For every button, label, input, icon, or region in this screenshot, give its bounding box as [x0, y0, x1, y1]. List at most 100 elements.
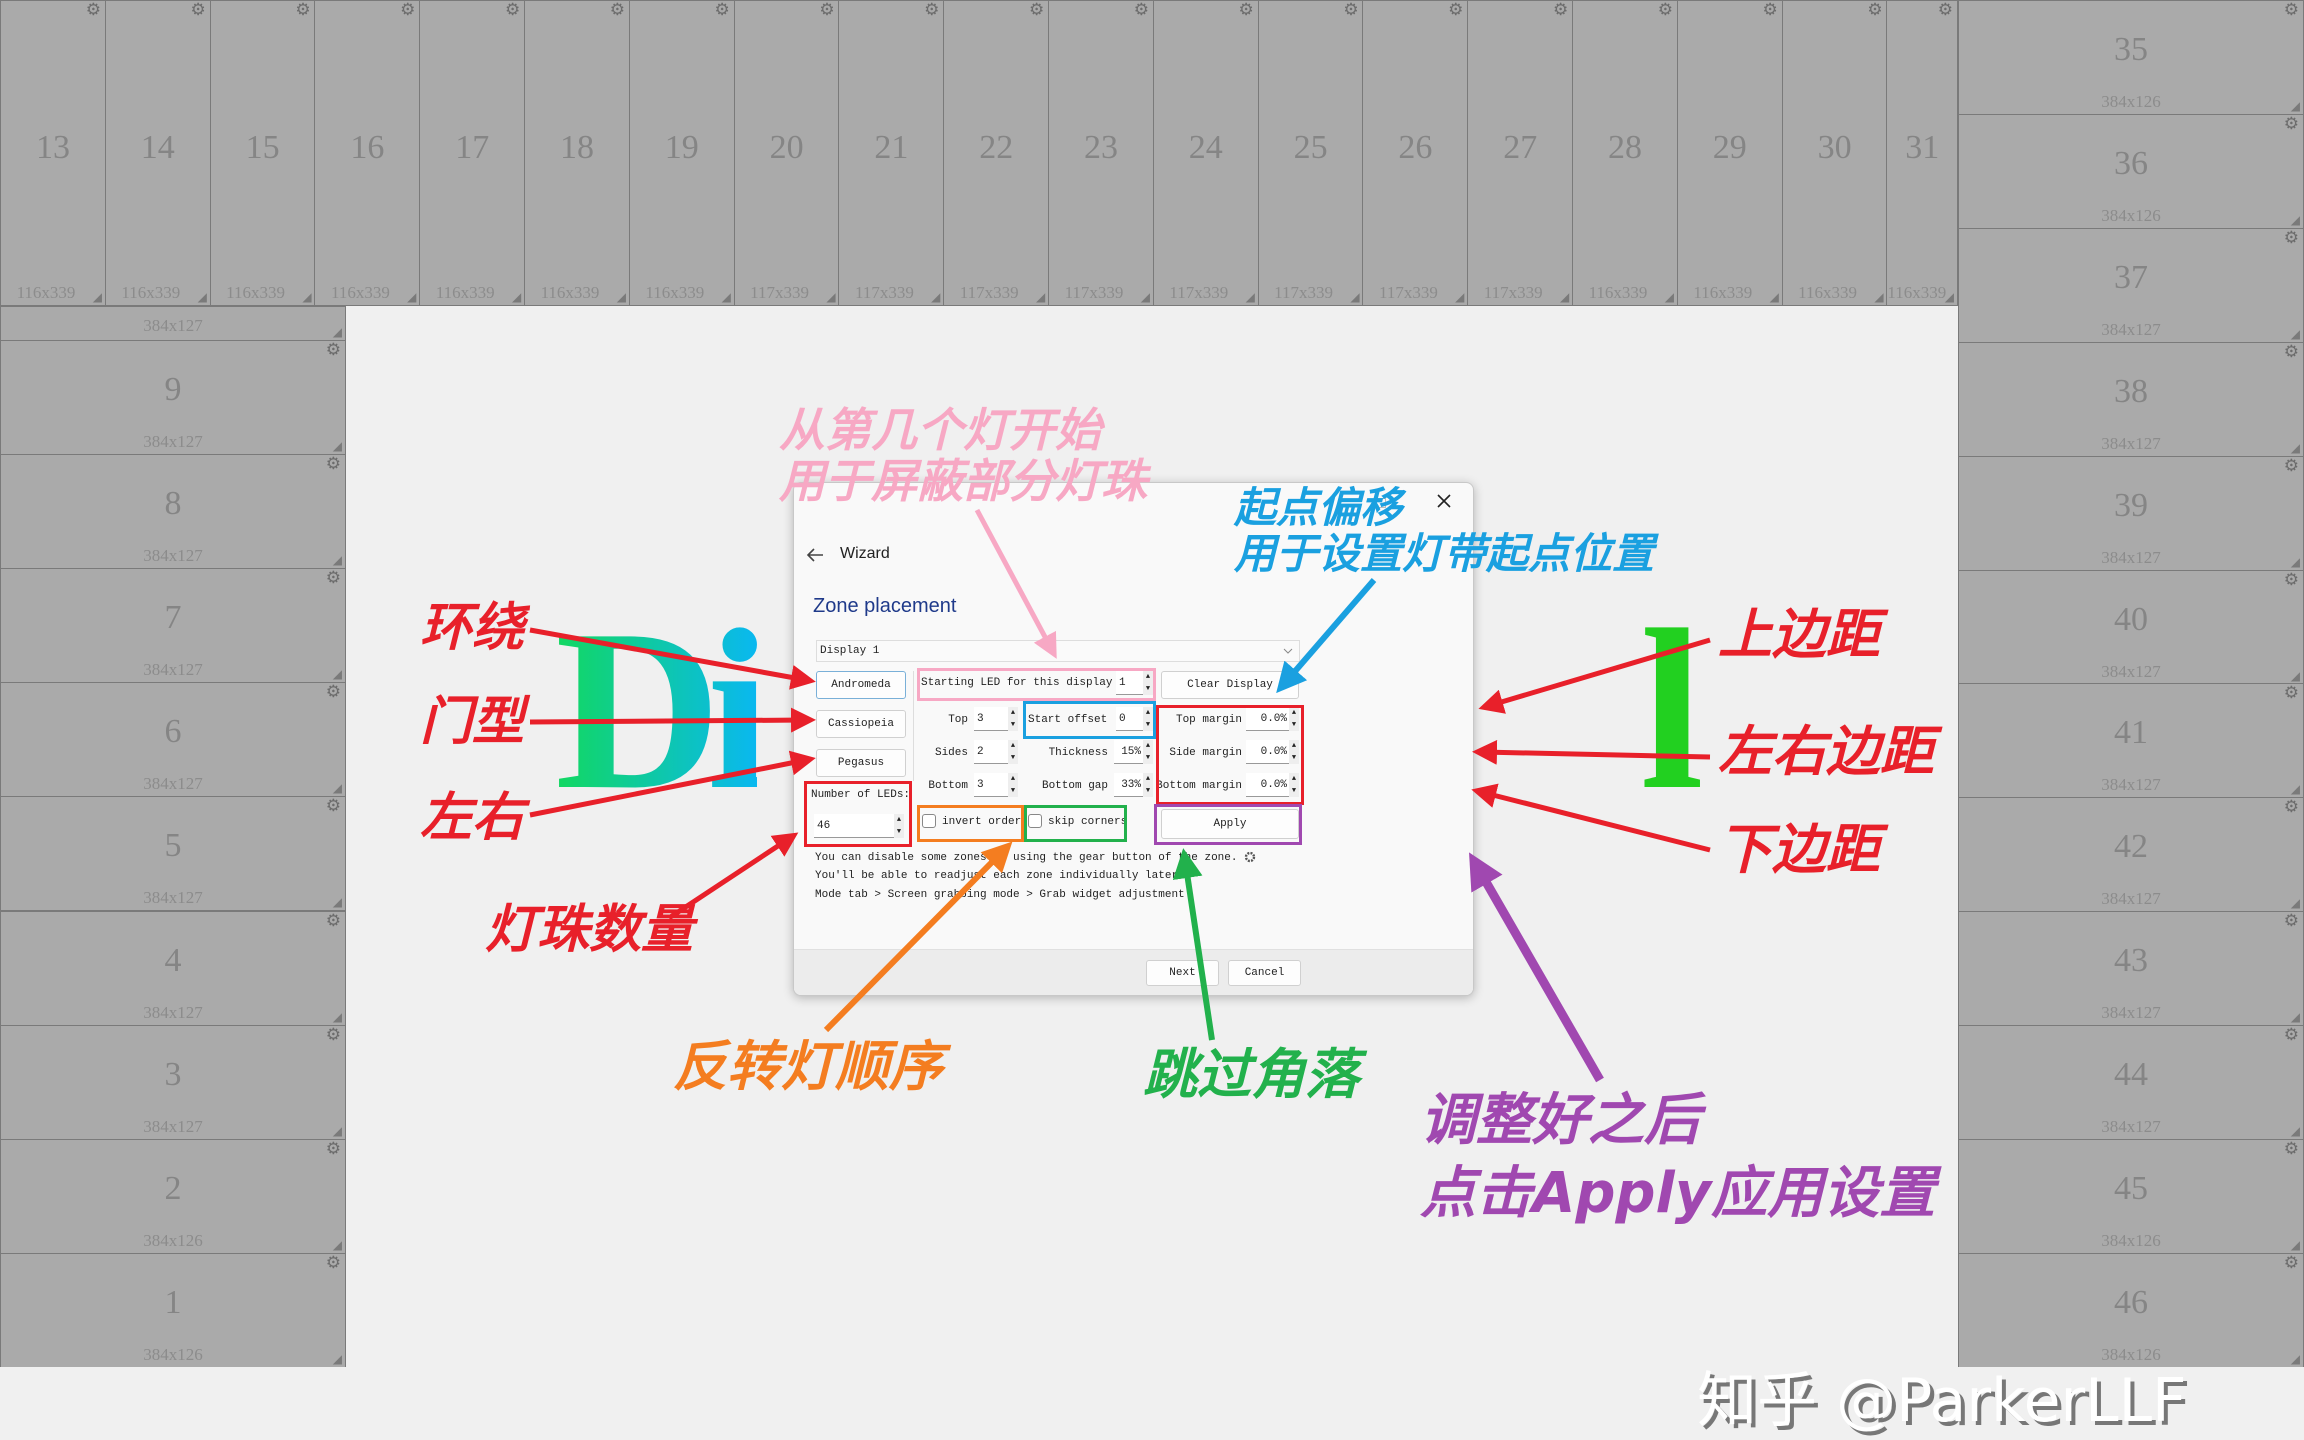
- resize-grip-icon[interactable]: ◢: [302, 290, 312, 304]
- resize-grip-icon[interactable]: ◢: [2290, 326, 2300, 341]
- resize-grip-icon[interactable]: ◢: [2290, 668, 2300, 683]
- top-input[interactable]: 3▲▼: [974, 707, 1018, 731]
- start-offset-input[interactable]: 0▲▼: [1116, 707, 1153, 731]
- gear-icon[interactable]: ⚙: [1343, 0, 1359, 19]
- resize-grip-icon[interactable]: ◢: [616, 290, 626, 304]
- gear-icon[interactable]: ⚙: [504, 0, 521, 19]
- gear-icon[interactable]: ⚙: [85, 0, 101, 19]
- resize-grip-icon[interactable]: ◢: [332, 1351, 342, 1366]
- spin-arrows-icon[interactable]: ▲▼: [1008, 773, 1018, 797]
- apply-button[interactable]: Apply: [1161, 809, 1299, 839]
- thickness-input[interactable]: 15%▲▼: [1114, 740, 1153, 764]
- gear-icon[interactable]: ⚙: [2283, 911, 2299, 931]
- gear-icon[interactable]: ⚙: [2283, 1139, 2299, 1158]
- gear-icon[interactable]: ⚙: [924, 0, 940, 19]
- resize-grip-icon[interactable]: ◢: [1455, 290, 1465, 304]
- resize-grip-icon[interactable]: ◢: [332, 1009, 342, 1024]
- resize-grip-icon[interactable]: ◢: [2290, 1124, 2300, 1139]
- resize-grip-icon[interactable]: ◢: [2290, 896, 2300, 911]
- resize-grip-icon[interactable]: ◢: [1559, 290, 1570, 304]
- resize-grip-icon[interactable]: ◢: [2290, 1238, 2300, 1252]
- resize-grip-icon[interactable]: ◢: [1140, 290, 1150, 304]
- invert-order-checkbox[interactable]: invert order: [922, 814, 1021, 828]
- gear-icon[interactable]: ⚙: [2283, 683, 2299, 703]
- resize-grip-icon[interactable]: ◢: [931, 290, 941, 304]
- resize-grip-icon[interactable]: ◢: [511, 290, 522, 304]
- resize-grip-icon[interactable]: ◢: [332, 553, 342, 568]
- checkbox-icon[interactable]: [922, 814, 936, 828]
- starting-led-input[interactable]: 1▲▼: [1116, 671, 1153, 695]
- close-icon[interactable]: [1436, 493, 1452, 509]
- gear-icon[interactable]: ⚙: [325, 1252, 341, 1272]
- resize-grip-icon[interactable]: ◢: [2290, 212, 2300, 227]
- resize-grip-icon[interactable]: ◢: [332, 1237, 342, 1252]
- resize-grip-icon[interactable]: ◢: [1944, 290, 1954, 304]
- resize-grip-icon[interactable]: ◢: [92, 290, 102, 304]
- resize-grip-icon[interactable]: ◢: [2290, 99, 2300, 113]
- gear-icon[interactable]: ⚙: [2283, 1025, 2299, 1045]
- gear-icon[interactable]: ⚙: [2283, 455, 2299, 475]
- side-margin-input[interactable]: 0.0%▲▼: [1246, 740, 1299, 764]
- num-leds-input[interactable]: 46▲▼: [814, 814, 904, 838]
- gear-icon[interactable]: ⚙: [2283, 0, 2299, 19]
- gear-icon[interactable]: ⚙: [400, 0, 416, 19]
- resize-grip-icon[interactable]: ◢: [826, 290, 836, 304]
- gear-icon[interactable]: ⚙: [295, 0, 311, 19]
- resize-grip-icon[interactable]: ◢: [1245, 290, 1255, 304]
- resize-grip-icon[interactable]: ◢: [332, 325, 342, 339]
- spin-arrows-icon[interactable]: ▲▼: [1143, 671, 1153, 695]
- resize-grip-icon[interactable]: ◢: [2290, 440, 2300, 455]
- bottom-input[interactable]: 3▲▼: [974, 773, 1018, 797]
- andromeda-button[interactable]: Andromeda: [816, 671, 906, 699]
- resize-grip-icon[interactable]: ◢: [332, 439, 342, 453]
- gear-icon[interactable]: ⚙: [325, 568, 341, 588]
- resize-grip-icon[interactable]: ◢: [407, 290, 417, 304]
- resize-grip-icon[interactable]: ◢: [332, 895, 342, 910]
- resize-grip-icon[interactable]: ◢: [332, 667, 342, 682]
- spin-arrows-icon[interactable]: ▲▼: [1143, 740, 1153, 764]
- gear-icon[interactable]: ⚙: [325, 454, 341, 474]
- gear-icon[interactable]: ⚙: [819, 0, 835, 19]
- gear-icon[interactable]: ⚙: [325, 796, 341, 816]
- gear-icon[interactable]: ⚙: [2283, 569, 2299, 589]
- gear-icon[interactable]: ⚙: [325, 340, 341, 359]
- cassiopeia-button[interactable]: Cassiopeia: [816, 710, 906, 738]
- resize-grip-icon[interactable]: ◢: [197, 290, 207, 304]
- resize-grip-icon[interactable]: ◢: [1874, 290, 1884, 304]
- gear-icon[interactable]: ⚙: [2283, 341, 2299, 361]
- gear-icon[interactable]: ⚙: [2283, 797, 2299, 817]
- gear-icon[interactable]: ⚙: [2283, 227, 2299, 247]
- spin-arrows-icon[interactable]: ▲▼: [1008, 740, 1018, 764]
- gear-icon[interactable]: ⚙: [1133, 0, 1149, 19]
- spin-arrows-icon[interactable]: ▲▼: [1289, 773, 1299, 797]
- maximize-icon[interactable]: [1376, 498, 1386, 508]
- gear-icon[interactable]: ⚙: [1937, 0, 1953, 19]
- display-select[interactable]: Display 1: [816, 640, 1300, 662]
- gear-icon[interactable]: ⚙: [714, 0, 730, 19]
- gear-icon[interactable]: ⚙: [325, 1138, 341, 1158]
